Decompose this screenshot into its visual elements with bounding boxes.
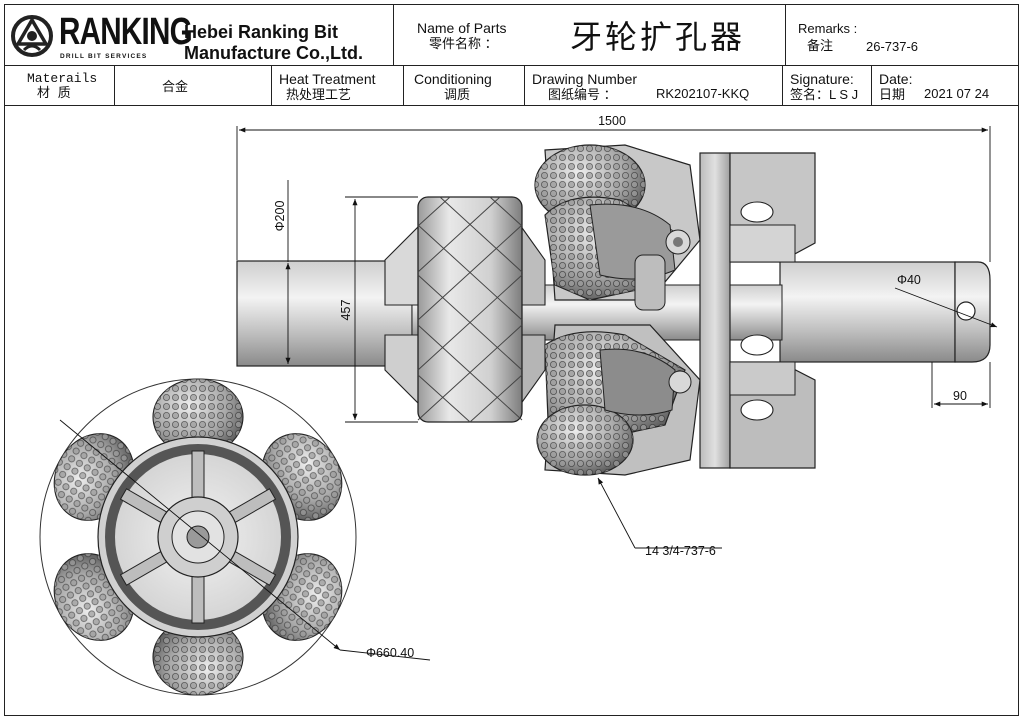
stabilizer-fin-upper xyxy=(384,223,421,306)
upper-roller-cone-cutter xyxy=(534,144,701,311)
plate-hole-1 xyxy=(740,201,774,223)
hub-bore xyxy=(186,525,210,549)
pin-hole xyxy=(956,301,976,321)
plate-bracket-upper xyxy=(729,224,796,263)
title-block-divider xyxy=(4,65,1019,66)
dim-reamer-diameter: Φ660.40 xyxy=(366,646,414,660)
dim-hole-diameter: Φ40 xyxy=(897,273,921,287)
title-block-bottom xyxy=(4,105,1019,106)
date-label: Date: xyxy=(879,71,913,87)
dim-shaft-diameter: Φ200 xyxy=(273,201,287,232)
materials-label-cn: 材 质 xyxy=(37,86,71,101)
materials-value: 合金 xyxy=(162,79,189,94)
lower-roller-cone-cutter xyxy=(536,324,701,476)
drawing-number-label-cn: 图纸编号 ： xyxy=(548,87,617,102)
conditioning-label: Conditioning xyxy=(414,71,492,87)
logo-wordmark: RANKING xyxy=(59,11,193,53)
ranking-logo-icon xyxy=(11,15,53,57)
plate-hole-3 xyxy=(740,399,774,421)
date-label-cn: 日期 xyxy=(879,87,906,102)
part-name: 牙轮扩孔器 xyxy=(570,18,746,56)
drawing-sheet-border xyxy=(4,4,1019,716)
plate-bracket-lower xyxy=(729,361,796,396)
stabilizer-fin-lower xyxy=(384,334,421,407)
name-of-parts-label-cn: 零件名称 ： xyxy=(429,36,498,51)
conditioning-value: 调质 xyxy=(444,87,471,102)
signature-value: 签名：L S J xyxy=(790,87,859,102)
row2-divider-1 xyxy=(114,65,115,105)
remarks-value: 26-737-6 xyxy=(866,39,919,54)
row2-divider-3 xyxy=(403,65,404,105)
heat-treatment-label-cn: 热处理工艺 xyxy=(286,87,352,102)
company-name-line2: Manufacture Co.,Ltd. xyxy=(184,43,363,63)
materials-label: Materails xyxy=(27,71,98,86)
pin-shaft xyxy=(779,261,956,363)
row2-divider-6 xyxy=(871,65,872,105)
row2-divider-2 xyxy=(271,65,272,105)
dim-end-length: 90 xyxy=(953,389,967,403)
stabilizer-drum xyxy=(417,196,523,423)
wheel-rim xyxy=(105,444,291,630)
row1-divider-b xyxy=(785,4,786,65)
cutter-callout: 14 3/4-737-6 xyxy=(645,544,716,558)
dim-overall-length: 1500 xyxy=(598,114,626,128)
remarks-label: Remarks : xyxy=(798,21,858,36)
plate-hole-2 xyxy=(740,334,774,356)
mounting-plate-front xyxy=(699,152,731,469)
signature-label: Signature: xyxy=(790,71,854,87)
date-value: 2021 07 24 xyxy=(924,86,990,101)
drawing-number-label: Drawing Number xyxy=(532,71,638,87)
heat-treatment-label: Heat Treatment xyxy=(279,71,376,87)
title-block: RANKING DRILL BIT SERVICES Hebei Ranking… xyxy=(4,4,1019,106)
stabilizer-fin-right-lower xyxy=(519,334,546,407)
name-of-parts-label: Name of Parts xyxy=(417,20,507,36)
company-name-line1: Hebei Ranking Bit xyxy=(184,22,339,42)
remarks-label-cn: 备注 xyxy=(807,38,834,53)
row2-divider-5 xyxy=(782,65,783,105)
logo-subtitle: DRILL BIT SERVICES xyxy=(60,53,148,60)
front-view xyxy=(39,378,357,696)
row1-divider-a xyxy=(393,4,394,65)
dim-stabilizer-height: 457 xyxy=(339,300,353,321)
row2-divider-4 xyxy=(524,65,525,105)
stabilizer-fin-right-upper xyxy=(519,223,546,306)
front-view-dimension xyxy=(59,419,431,661)
dimension-lines xyxy=(236,126,998,549)
drawing-number-value: RK202107-KKQ xyxy=(656,86,750,101)
wheel-spokes xyxy=(119,450,277,624)
side-view xyxy=(236,144,991,476)
